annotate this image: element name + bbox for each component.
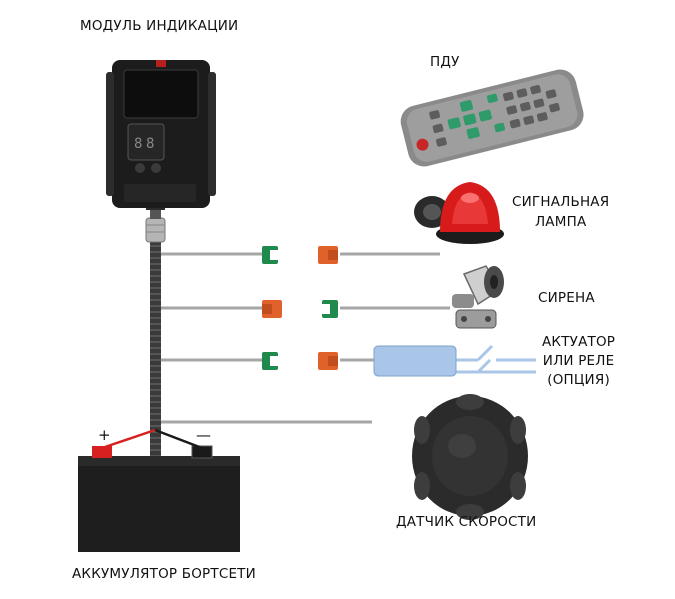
lamp-label-line1: СИГНАЛЬНАЯ <box>512 194 610 210</box>
actuator-label-line1: АКТУАТОР <box>542 334 616 350</box>
svg-text:8: 8 <box>146 136 154 152</box>
cable-harness <box>150 240 161 460</box>
wires <box>160 252 450 424</box>
battery-terminal-minus <box>191 445 213 459</box>
lamp-label-line2: ЛАМПА <box>534 214 587 230</box>
battery-plus-sign: + <box>98 426 111 444</box>
actuator-label: АКТУАТОР ИЛИ РЕЛЕ (ОПЦИЯ) <box>542 334 615 388</box>
connector-actuator-right <box>318 352 338 370</box>
speed-sensor-label: ДАТЧИК СКОРОСТИ <box>396 514 537 530</box>
battery-minus-sign: — <box>196 426 212 444</box>
relay-output-wires <box>456 344 536 374</box>
speed-sensor <box>412 394 528 520</box>
module-label: МОДУЛЬ ИНДИКАЦИИ <box>80 18 239 34</box>
signal-lamp <box>414 182 504 244</box>
actuator-label-line3: (ОПЦИЯ) <box>547 372 610 388</box>
indication-module: 8 8 <box>106 60 216 208</box>
actuator-label-line2: ИЛИ РЕЛЕ <box>542 353 615 369</box>
battery-terminal-plus <box>92 446 112 458</box>
connector-siren-left <box>262 300 282 318</box>
remote-label: ПДУ <box>430 54 460 70</box>
relay-module <box>373 345 457 377</box>
siren-label: СИРЕНА <box>538 290 595 306</box>
lamp-label: СИГНАЛЬНАЯ ЛАМПА <box>512 194 609 230</box>
battery-label: АККУМУЛЯТОР БОРТСЕТИ <box>72 566 256 582</box>
battery <box>78 428 240 552</box>
connector-actuator-left <box>262 352 278 370</box>
siren <box>452 265 504 329</box>
connector-siren-right <box>322 300 338 318</box>
svg-text:8: 8 <box>134 136 142 152</box>
connector-lamp-right <box>318 246 338 264</box>
remote-control <box>400 69 584 167</box>
connectors <box>262 246 338 370</box>
connector-lamp-left <box>262 246 278 264</box>
